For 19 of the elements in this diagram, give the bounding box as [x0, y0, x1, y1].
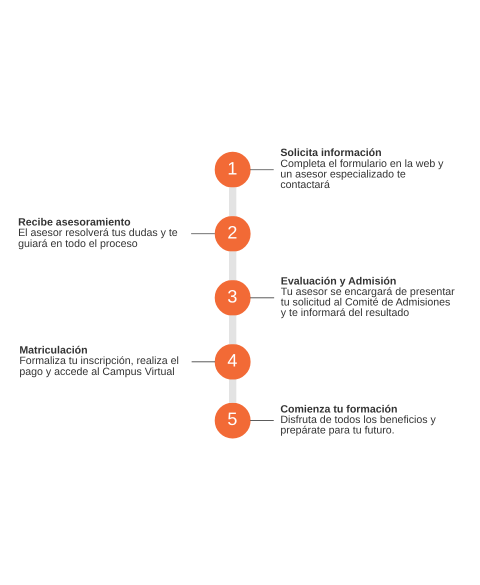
node-circle: 5 [214, 402, 251, 439]
node-circle: 3 [214, 280, 251, 316]
node-text: Matriculación Formaliza tu inscripción, realiza el pago y accede al Campus Virtual [19, 344, 179, 378]
node-circle: 2 [214, 216, 251, 252]
node-text: Recibe asesoramiento El asesor resolverá tus dudas y te guiará en todo el proceso [18, 216, 178, 250]
node-text: Comienza tu formación Disfruta de todos los beneficios y prepárate para tu futuro. [280, 403, 436, 437]
connector [191, 361, 216, 362]
connector [250, 297, 275, 298]
connector [190, 233, 216, 234]
connector [250, 169, 274, 170]
node-text: Solicita información Completa el formulario en la web y un asesor especializado te contactará [280, 147, 444, 192]
connector [229, 379, 236, 403]
connector [229, 315, 236, 344]
connector [229, 187, 236, 216]
connector [229, 251, 236, 280]
node-circle: 1 [214, 152, 251, 188]
node-circle: 4 [214, 344, 251, 380]
connector [250, 420, 274, 421]
node-text: Evaluación y Admisión Tu asesor se encargará de presentar tu solicitud al Comité de Admisiones y te informará del resultado [280, 275, 455, 320]
